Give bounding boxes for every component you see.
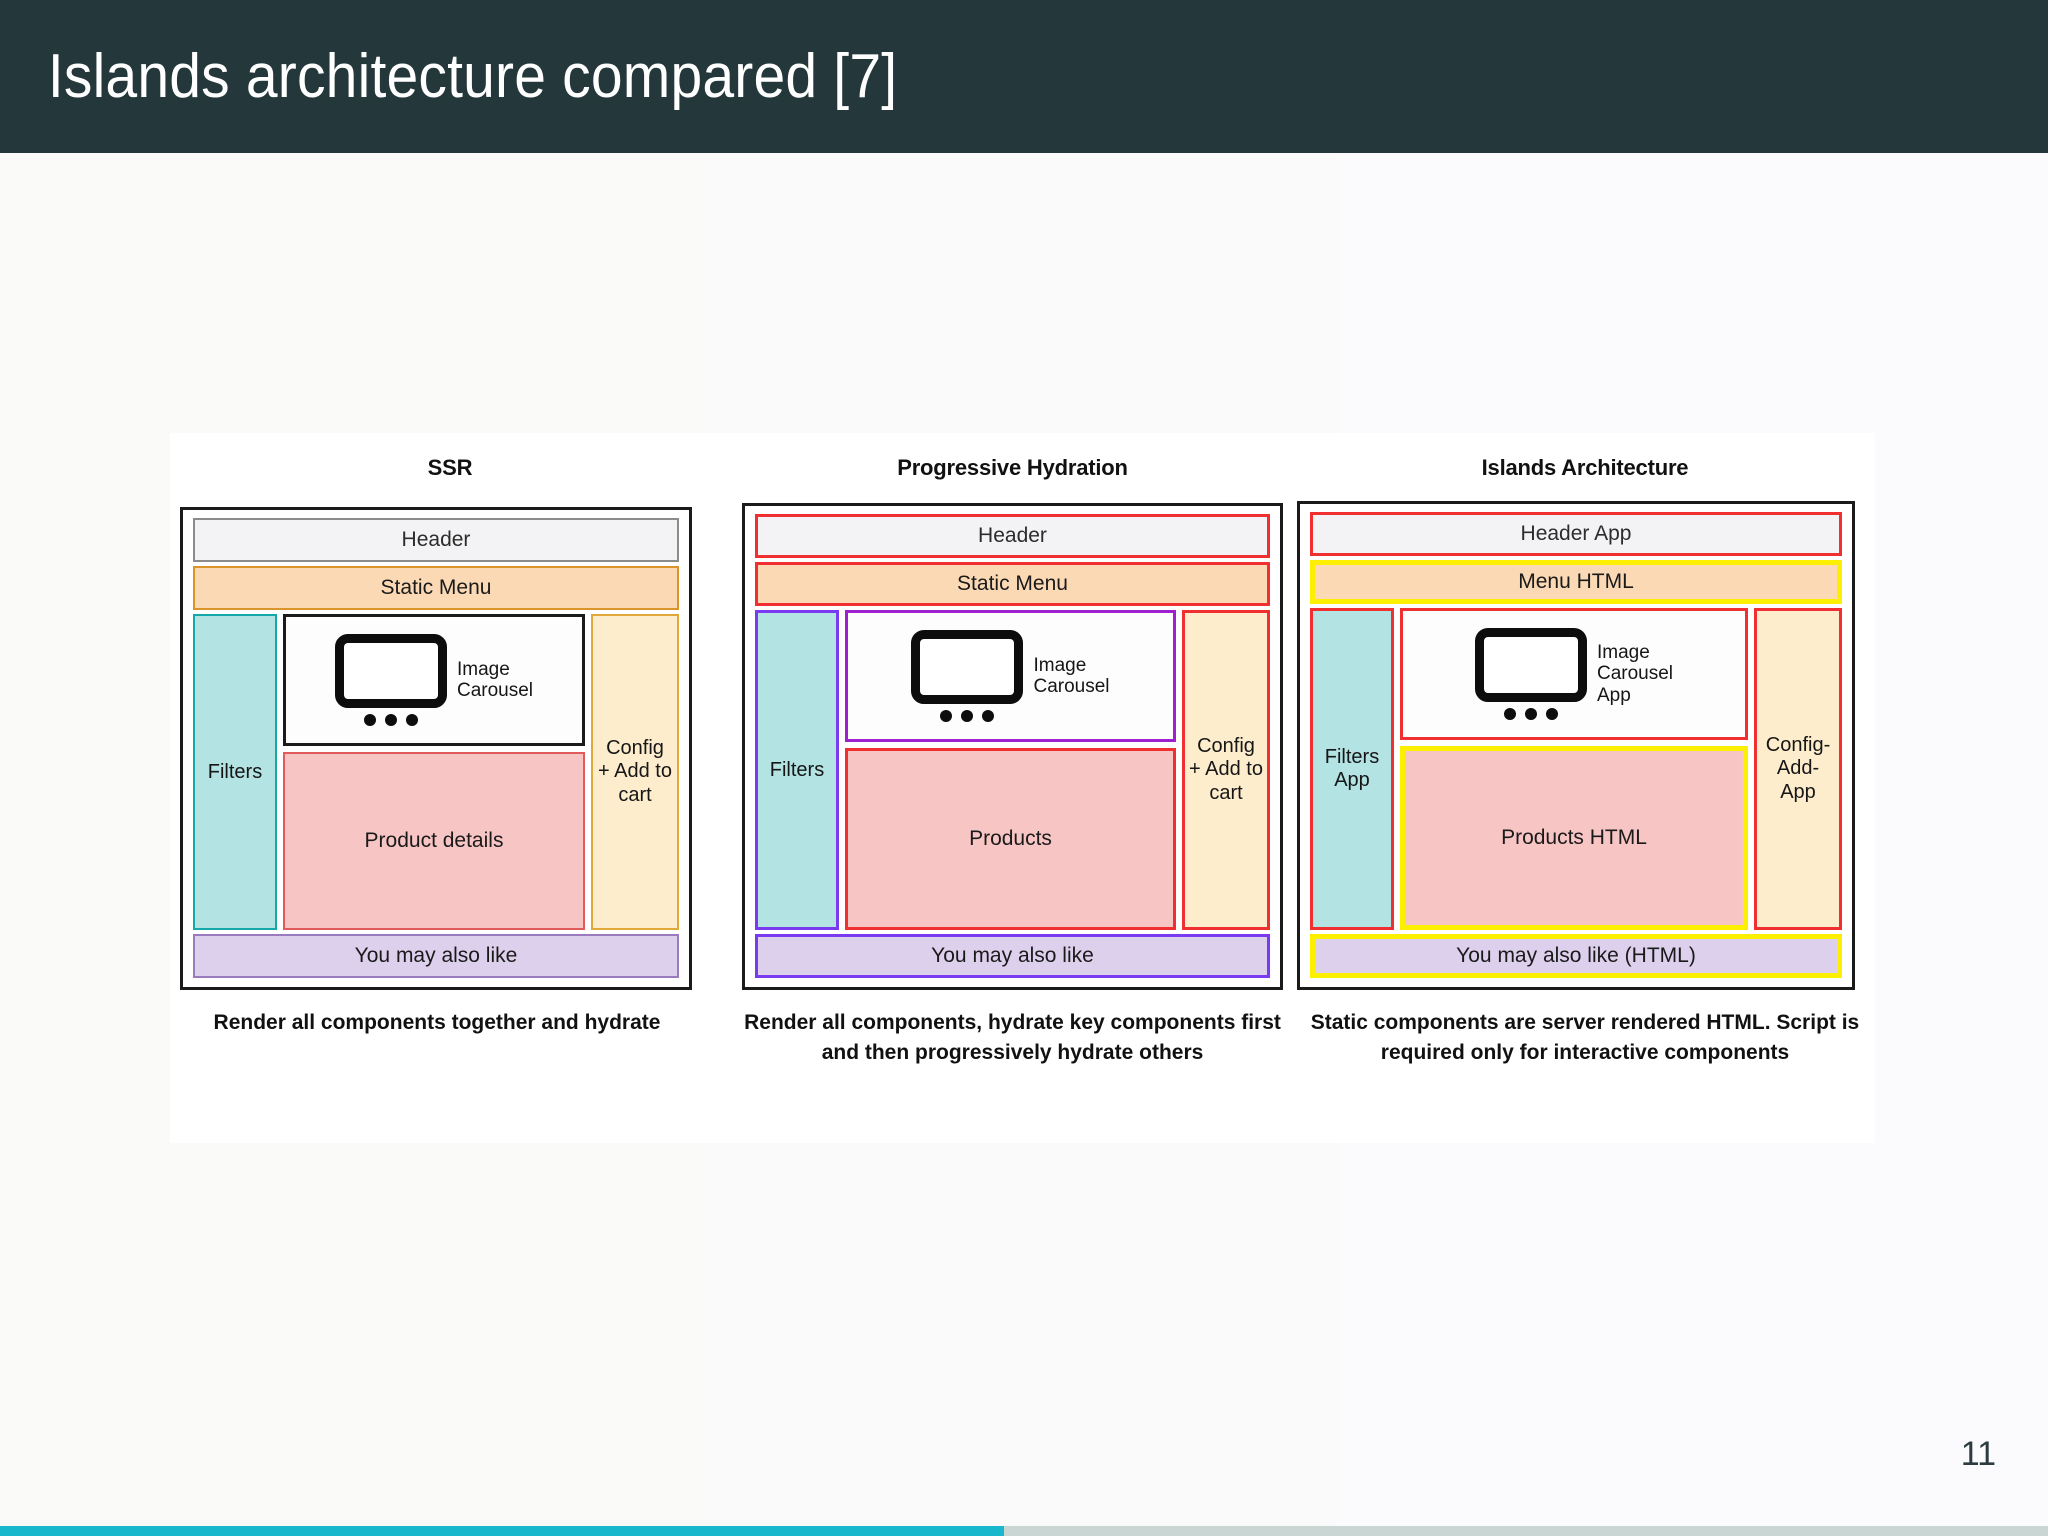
block-filters: Filters <box>755 610 839 930</box>
carousel-widget <box>1474 628 1587 720</box>
block-config-add-to-cart: Config + Add to cart <box>1182 610 1270 930</box>
block-static-menu: Static Menu <box>755 562 1270 606</box>
mock-middle-row: Filters App <box>1310 608 1842 930</box>
mock-center-column: Image Carousel Products <box>845 610 1176 930</box>
block-image-carousel: Image Carousel App <box>1400 608 1748 740</box>
mock-page-islands-architecture: Header App Menu HTML Filters App <box>1297 501 1855 990</box>
block-static-menu: Static Menu <box>193 566 679 610</box>
panel-caption-islands-architecture: Static components are server rendered HT… <box>1310 1011 1860 1064</box>
slide-progress-fill <box>0 1526 1004 1536</box>
panel-progressive-hydration: Progressive Hydration Header Static Menu… <box>730 433 1295 1143</box>
slide-header-bar: Islands architecture compared [7] <box>0 0 2048 153</box>
carousel-widget <box>911 630 1024 722</box>
carousel-dots-icon[interactable] <box>940 710 995 722</box>
panel-islands-architecture: Islands Architecture Header App Menu HTM… <box>1295 433 1875 1143</box>
comparison-figure: SSR Header Static Menu Filters <box>170 433 1875 1143</box>
panel-caption-progressive-hydration: Render all components, hydrate key compo… <box>744 1011 1281 1064</box>
page-number: 11 <box>1960 1435 1996 1473</box>
block-filters: Filters <box>193 614 277 930</box>
carousel-label: Image Carousel App <box>1596 642 1674 706</box>
block-you-may-also-like: You may also like <box>193 934 679 978</box>
carousel-screen <box>1474 628 1587 702</box>
mock-middle-row: Filters <box>193 614 679 930</box>
carousel-label: Image Carousel <box>456 658 534 701</box>
panel-caption-ssr: Render all components together and hydra… <box>213 1011 661 1034</box>
mock-center-column: Image Carousel Product details <box>283 614 585 930</box>
block-filters: Filters App <box>1310 608 1394 930</box>
block-image-carousel: Image Carousel <box>283 614 585 746</box>
block-header: Header <box>193 518 679 562</box>
mock-page-ssr: Header Static Menu Filters <box>180 507 692 990</box>
block-static-menu: Menu HTML <box>1310 560 1842 604</box>
panel-ssr: SSR Header Static Menu Filters <box>170 433 730 1143</box>
block-image-carousel: Image Carousel <box>845 610 1176 742</box>
panel-title-islands-architecture: Islands Architecture <box>1481 455 1689 480</box>
block-products: Product details <box>283 752 585 930</box>
block-you-may-also-like: You may also like (HTML) <box>1310 934 1842 978</box>
block-products: Products <box>845 748 1176 930</box>
mock-middle-row: Filters <box>755 610 1270 930</box>
panel-title-progressive-hydration: Progressive Hydration <box>897 455 1128 480</box>
block-config-add-to-cart: Config + Add to cart <box>591 614 679 930</box>
mock-center-column: Image Carousel App Products HTML <box>1400 608 1748 930</box>
block-header: Header <box>755 514 1270 558</box>
carousel-screen <box>334 634 447 708</box>
panel-title-ssr: SSR <box>427 455 473 480</box>
carousel-screen <box>911 630 1024 704</box>
carousel-dots-icon[interactable] <box>363 714 418 726</box>
block-config-add-to-cart: Config- Add- App <box>1754 608 1842 930</box>
carousel-label: Image Carousel <box>1033 654 1110 697</box>
block-products: Products HTML <box>1400 746 1748 930</box>
block-you-may-also-like: You may also like <box>755 934 1270 978</box>
block-header: Header App <box>1310 512 1842 556</box>
mock-page-progressive-hydration: Header Static Menu Filters <box>742 503 1283 990</box>
page-title: Islands architecture compared [7] <box>47 42 898 111</box>
slide-progress-track[interactable] <box>0 1526 2048 1536</box>
carousel-widget <box>334 634 447 726</box>
carousel-dots-icon[interactable] <box>1503 708 1558 720</box>
